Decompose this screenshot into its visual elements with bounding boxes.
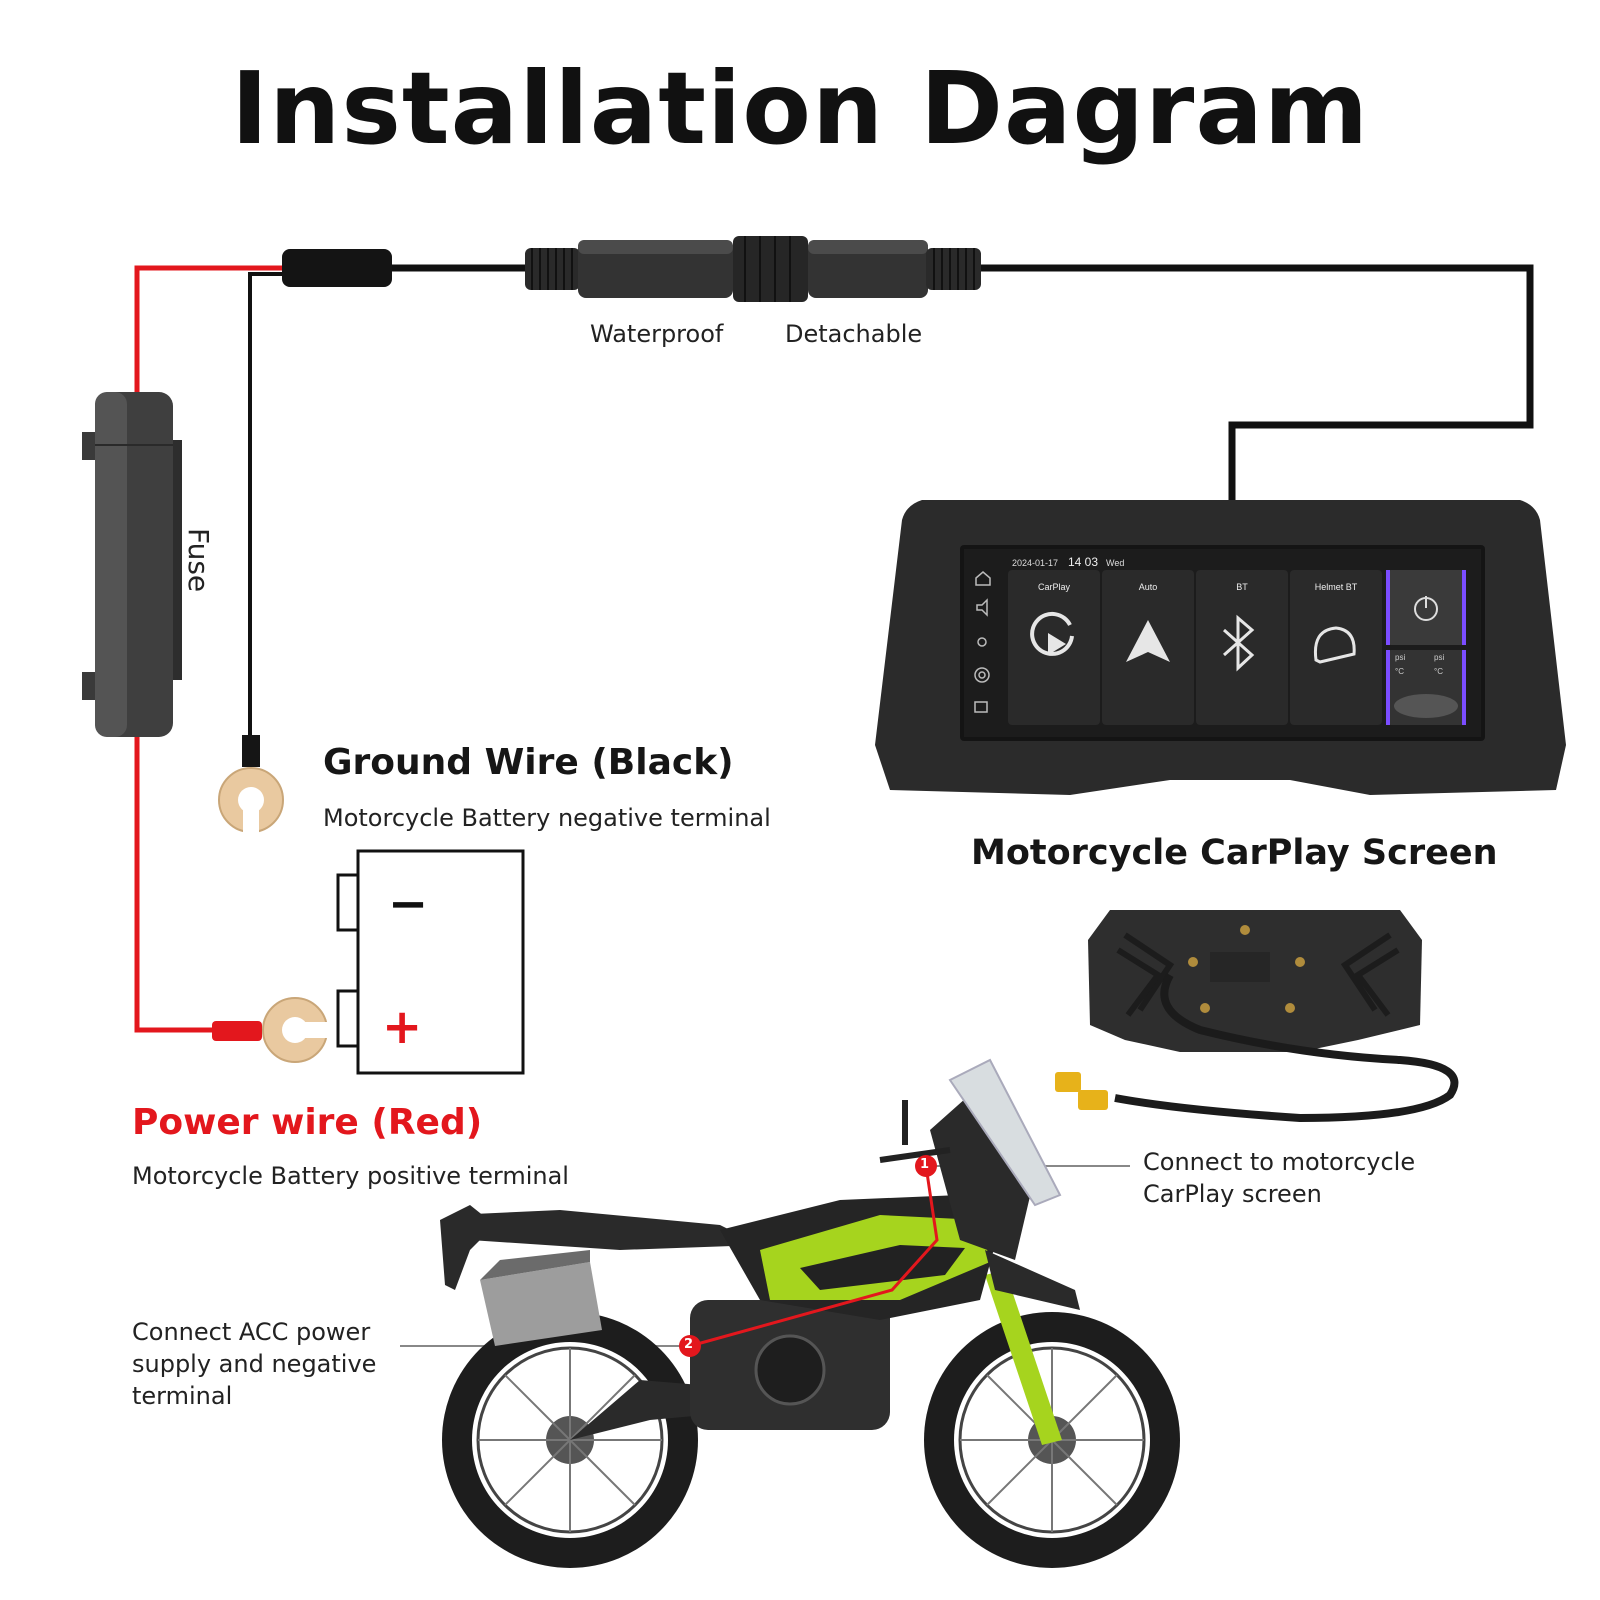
- power-ring-terminal: [212, 997, 329, 1063]
- ground-wire-description: Motorcycle Battery negative terminal: [323, 804, 771, 832]
- wire-plug: [282, 249, 392, 287]
- fuse-label: Fuse: [182, 528, 215, 593]
- battery-minus-symbol: −: [388, 876, 429, 932]
- temp-unit-front: °C: [1395, 667, 1404, 676]
- tile-auto-label: Auto: [1138, 582, 1158, 592]
- acc-connect-callout: Connect ACC power supply and negative te…: [132, 1318, 377, 1410]
- detachable-label: Detachable: [785, 320, 923, 348]
- power-wire-heading: Power wire (Red): [132, 1102, 483, 1143]
- marker-2: 2: [684, 1337, 694, 1352]
- tile-carplay-label: CarPlay: [1037, 582, 1070, 592]
- carplay-screen-rear: [1055, 910, 1459, 1123]
- screen-caption: Motorcycle CarPlay Screen: [971, 833, 1498, 873]
- tpms-unit-front: psi: [1395, 653, 1406, 662]
- ground-wire-heading: Ground Wire (Black): [323, 742, 734, 783]
- ground-wire: [248, 272, 285, 738]
- screen-time: 14 03: [1068, 555, 1099, 569]
- battery-symbol: [336, 849, 525, 1075]
- fuse-holder: [82, 392, 182, 737]
- main-cable: [385, 264, 1534, 505]
- screen-date: 2024-01-17: [1012, 558, 1059, 568]
- marker-1: 1: [920, 1157, 930, 1172]
- screen-weekday: Wed: [1106, 558, 1125, 568]
- battery-plus-symbol: +: [382, 999, 423, 1055]
- motorcycle-illustration: [440, 1058, 1180, 1568]
- waterproof-connector: [525, 236, 981, 302]
- tpms-unit-rear: psi: [1434, 653, 1445, 662]
- screen-connect-callout: Connect to motorcycle CarPlay screen: [1143, 1148, 1416, 1208]
- page-title: Installation Dagram: [230, 50, 1370, 167]
- temp-unit-rear: °C: [1434, 667, 1443, 676]
- ground-ring-terminal: [218, 735, 284, 836]
- tile-bt-label: BT: [1236, 582, 1248, 592]
- tile-helmet-bt-label: Helmet BT: [1314, 582, 1358, 592]
- waterproof-label: Waterproof: [590, 320, 724, 348]
- power-wire-description: Motorcycle Battery positive terminal: [132, 1162, 569, 1190]
- carplay-screen-front: [875, 500, 1566, 795]
